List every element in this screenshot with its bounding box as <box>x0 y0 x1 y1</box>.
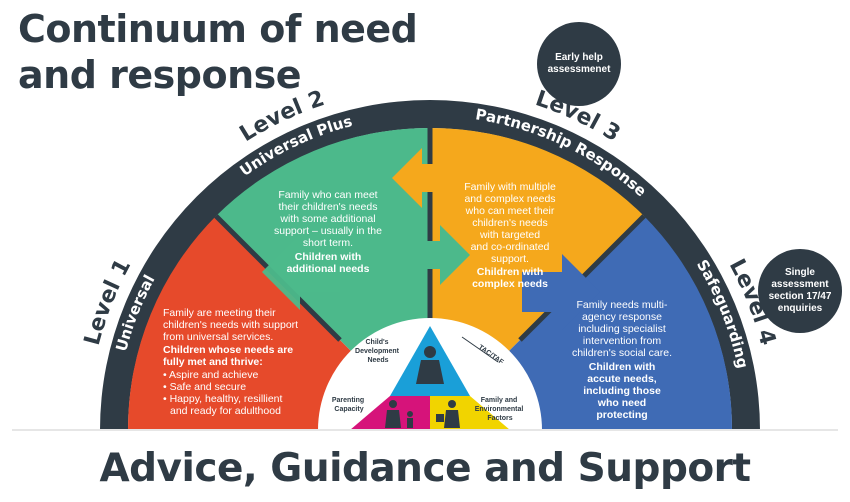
svg-text:with some additional: with some additional <box>279 213 375 225</box>
single-assessment-line-2: assessment <box>771 279 829 290</box>
single-assessment-line-3: section 17/47 <box>768 291 832 302</box>
level-3-description: Family with multiple and complex needs w… <box>464 181 556 290</box>
title-line-1: Continuum of need <box>18 7 418 51</box>
svg-text:protecting: protecting <box>596 409 647 421</box>
svg-text:agency response: agency response <box>582 311 662 323</box>
page-title: Continuum of need and response <box>18 6 418 98</box>
svg-text:from universal services.: from universal services. <box>163 331 273 343</box>
svg-text:and complex needs: and complex needs <box>464 193 555 205</box>
svg-text:Family with multiple: Family with multiple <box>464 181 556 193</box>
single-assessment-line-4: enquiries <box>777 303 823 314</box>
svg-text:Family are meeting their: Family are meeting their <box>163 307 276 319</box>
level-4-description: Family needs multi- agency response incl… <box>572 299 672 421</box>
bullet-3: • Happy, healthy, resillient <box>163 393 283 405</box>
svg-text:who can meet their: who can meet their <box>465 205 555 217</box>
arrow-level2-to-3 <box>405 225 470 285</box>
triangle-top-label: Child's Development Needs <box>355 339 401 364</box>
single-assessment-line-1: Single <box>784 267 815 278</box>
tac-taf-arrow <box>461 336 499 363</box>
svg-text:fully met and thrive:: fully met and thrive: <box>163 356 263 368</box>
bullet-2: • Safe and secure <box>163 381 246 393</box>
svg-text:with targeted: with targeted <box>479 229 540 241</box>
triangle-right-label: Family and Environmental Factors <box>475 397 526 422</box>
svg-text:Family who can meet: Family who can meet <box>278 189 377 201</box>
level-1-description: Family are meeting their children's need… <box>163 307 298 417</box>
svg-text:Children whose needs are: Children whose needs are <box>163 344 293 356</box>
bullet-1: • Aspire and achieve <box>163 369 258 381</box>
svg-text:short term.: short term. <box>303 237 353 249</box>
arrow-level3-to-2 <box>392 148 458 208</box>
svg-text:including specialist: including specialist <box>578 323 666 335</box>
early-help-line-2: assessmenet <box>547 64 611 75</box>
svg-text:support – usually in the: support – usually in the <box>274 225 382 237</box>
svg-text:and ready for adulthood: and ready for adulthood <box>170 405 281 417</box>
svg-text:complex needs: complex needs <box>472 278 548 290</box>
early-help-bubble: Early help assessmenet <box>537 22 621 106</box>
single-assessment-bubble: Single assessment section 17/47 enquirie… <box>758 249 842 333</box>
svg-text:children's social care.: children's social care. <box>572 347 672 359</box>
svg-text:and co-ordinated: and co-ordinated <box>471 241 550 253</box>
svg-text:their children's needs: their children's needs <box>279 201 378 213</box>
title-line-2: and response <box>18 53 302 97</box>
early-help-line-1: Early help <box>555 52 603 63</box>
svg-text:accute needs,: accute needs, <box>587 373 657 385</box>
triangle-left-label: Parenting Capacity <box>332 397 366 413</box>
svg-text:Children with: Children with <box>589 361 656 373</box>
family-environment-icon <box>436 400 460 428</box>
svg-text:including those: including those <box>583 385 661 397</box>
svg-text:Family needs multi-: Family needs multi- <box>576 299 668 311</box>
svg-text:children's needs with support: children's needs with support <box>163 319 298 331</box>
footer-title: Advice, Guidance and Support <box>99 446 751 491</box>
arrow-level4-to-3 <box>522 254 600 330</box>
level-2-description: Family who can meet their children's nee… <box>274 189 382 275</box>
arrow-level1-to-2 <box>262 234 340 310</box>
svg-text:intervention from: intervention from <box>583 335 661 347</box>
parent-child-icon <box>385 400 413 428</box>
svg-text:who need: who need <box>597 397 646 409</box>
svg-text:additional needs: additional needs <box>287 263 370 275</box>
svg-text:children's needs: children's needs <box>472 217 548 229</box>
svg-text:Children with: Children with <box>295 251 362 263</box>
svg-text:Children with: Children with <box>477 266 544 278</box>
ground-line <box>12 429 838 431</box>
svg-text:support.: support. <box>491 253 529 265</box>
baby-icon <box>416 346 444 384</box>
